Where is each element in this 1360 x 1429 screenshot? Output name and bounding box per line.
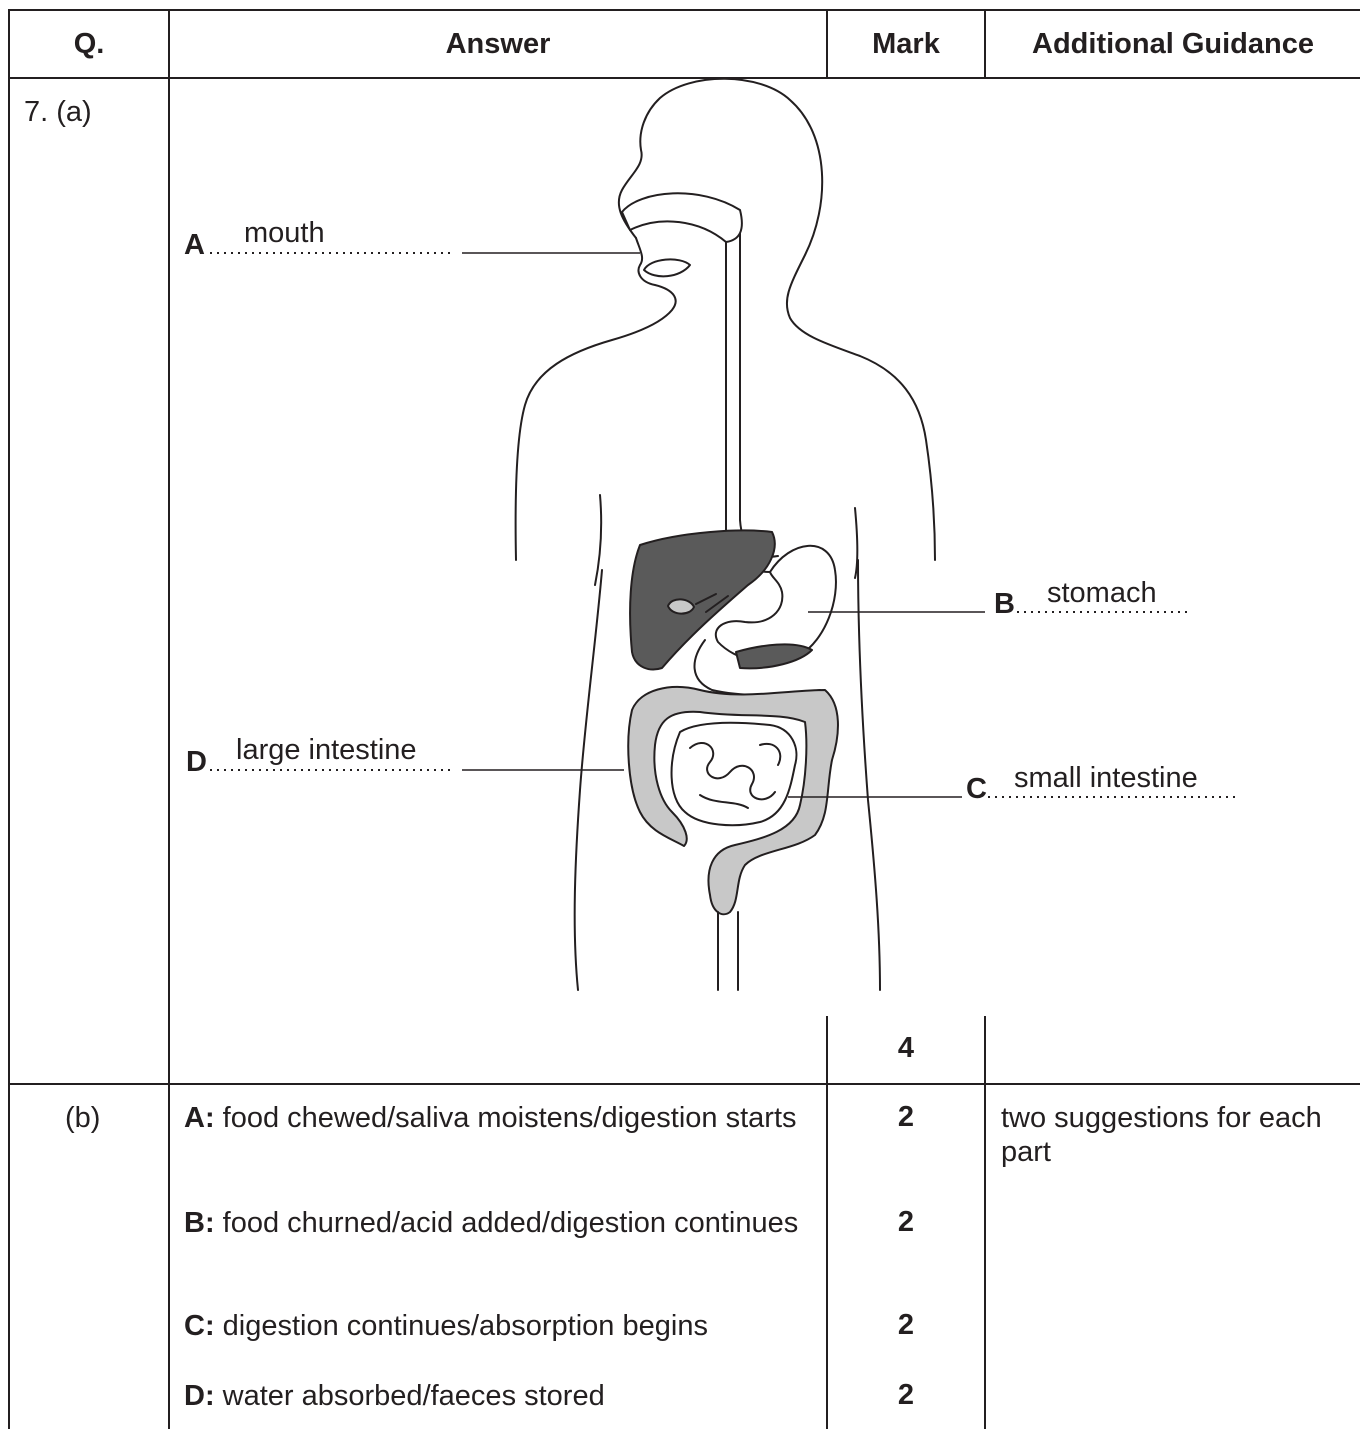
mark-row-a: 2 bbox=[827, 1101, 985, 1134]
answer-row-b: B: food churned/acid added/digestion con… bbox=[184, 1206, 814, 1240]
mark-row-c: 2 bbox=[827, 1309, 985, 1342]
body-outline-arm-right bbox=[855, 508, 857, 578]
body-outline-torso-right bbox=[858, 560, 880, 990]
label-letter-d: D bbox=[186, 745, 207, 779]
answer-text-a: food chewed/saliva moistens/digestion st… bbox=[215, 1102, 797, 1134]
answer-row-a: A: food chewed/saliva moistens/digestion… bbox=[184, 1101, 814, 1135]
oesophagus bbox=[726, 225, 778, 572]
mark-7a: 4 bbox=[827, 1032, 985, 1065]
label-letter-c: C bbox=[966, 772, 987, 806]
label-answer-d: large intestine bbox=[236, 733, 417, 767]
body-outline-neck-left bbox=[516, 238, 676, 560]
answer-prefix-c: C: bbox=[184, 1310, 215, 1342]
guidance-7b: two suggestions for each part bbox=[1001, 1101, 1357, 1169]
label-letter-a: A bbox=[184, 228, 205, 262]
mark-row-b: 2 bbox=[827, 1206, 985, 1239]
label-answer-c: small intestine bbox=[1014, 761, 1198, 795]
answer-text-d: water absorbed/faeces stored bbox=[215, 1380, 605, 1412]
answer-prefix-b: B: bbox=[184, 1207, 215, 1239]
question-label-7b: (b) bbox=[65, 1101, 100, 1135]
body-outline-arm-left bbox=[595, 495, 601, 585]
answer-text-c: digestion continues/absorption begins bbox=[215, 1310, 708, 1342]
label-letter-b: B bbox=[994, 587, 1015, 621]
small-intestine bbox=[672, 723, 797, 825]
label-answer-b: stomach bbox=[1047, 576, 1157, 610]
answer-row-c: C: digestion continues/absorption begins bbox=[184, 1309, 814, 1343]
body-outline-torso-left bbox=[575, 570, 602, 990]
body-outline-head bbox=[619, 79, 935, 560]
answer-prefix-a: A: bbox=[184, 1102, 215, 1134]
label-answer-a: mouth bbox=[244, 216, 325, 250]
answer-row-d: D: water absorbed/faeces stored bbox=[184, 1379, 814, 1413]
mouth-cavity bbox=[622, 193, 742, 242]
gallbladder bbox=[668, 599, 694, 613]
answer-text-b: food churned/acid added/digestion contin… bbox=[215, 1207, 799, 1239]
mark-row-d: 2 bbox=[827, 1379, 985, 1412]
tongue bbox=[644, 259, 690, 276]
rectum bbox=[718, 912, 738, 990]
answer-prefix-d: D: bbox=[184, 1380, 215, 1412]
